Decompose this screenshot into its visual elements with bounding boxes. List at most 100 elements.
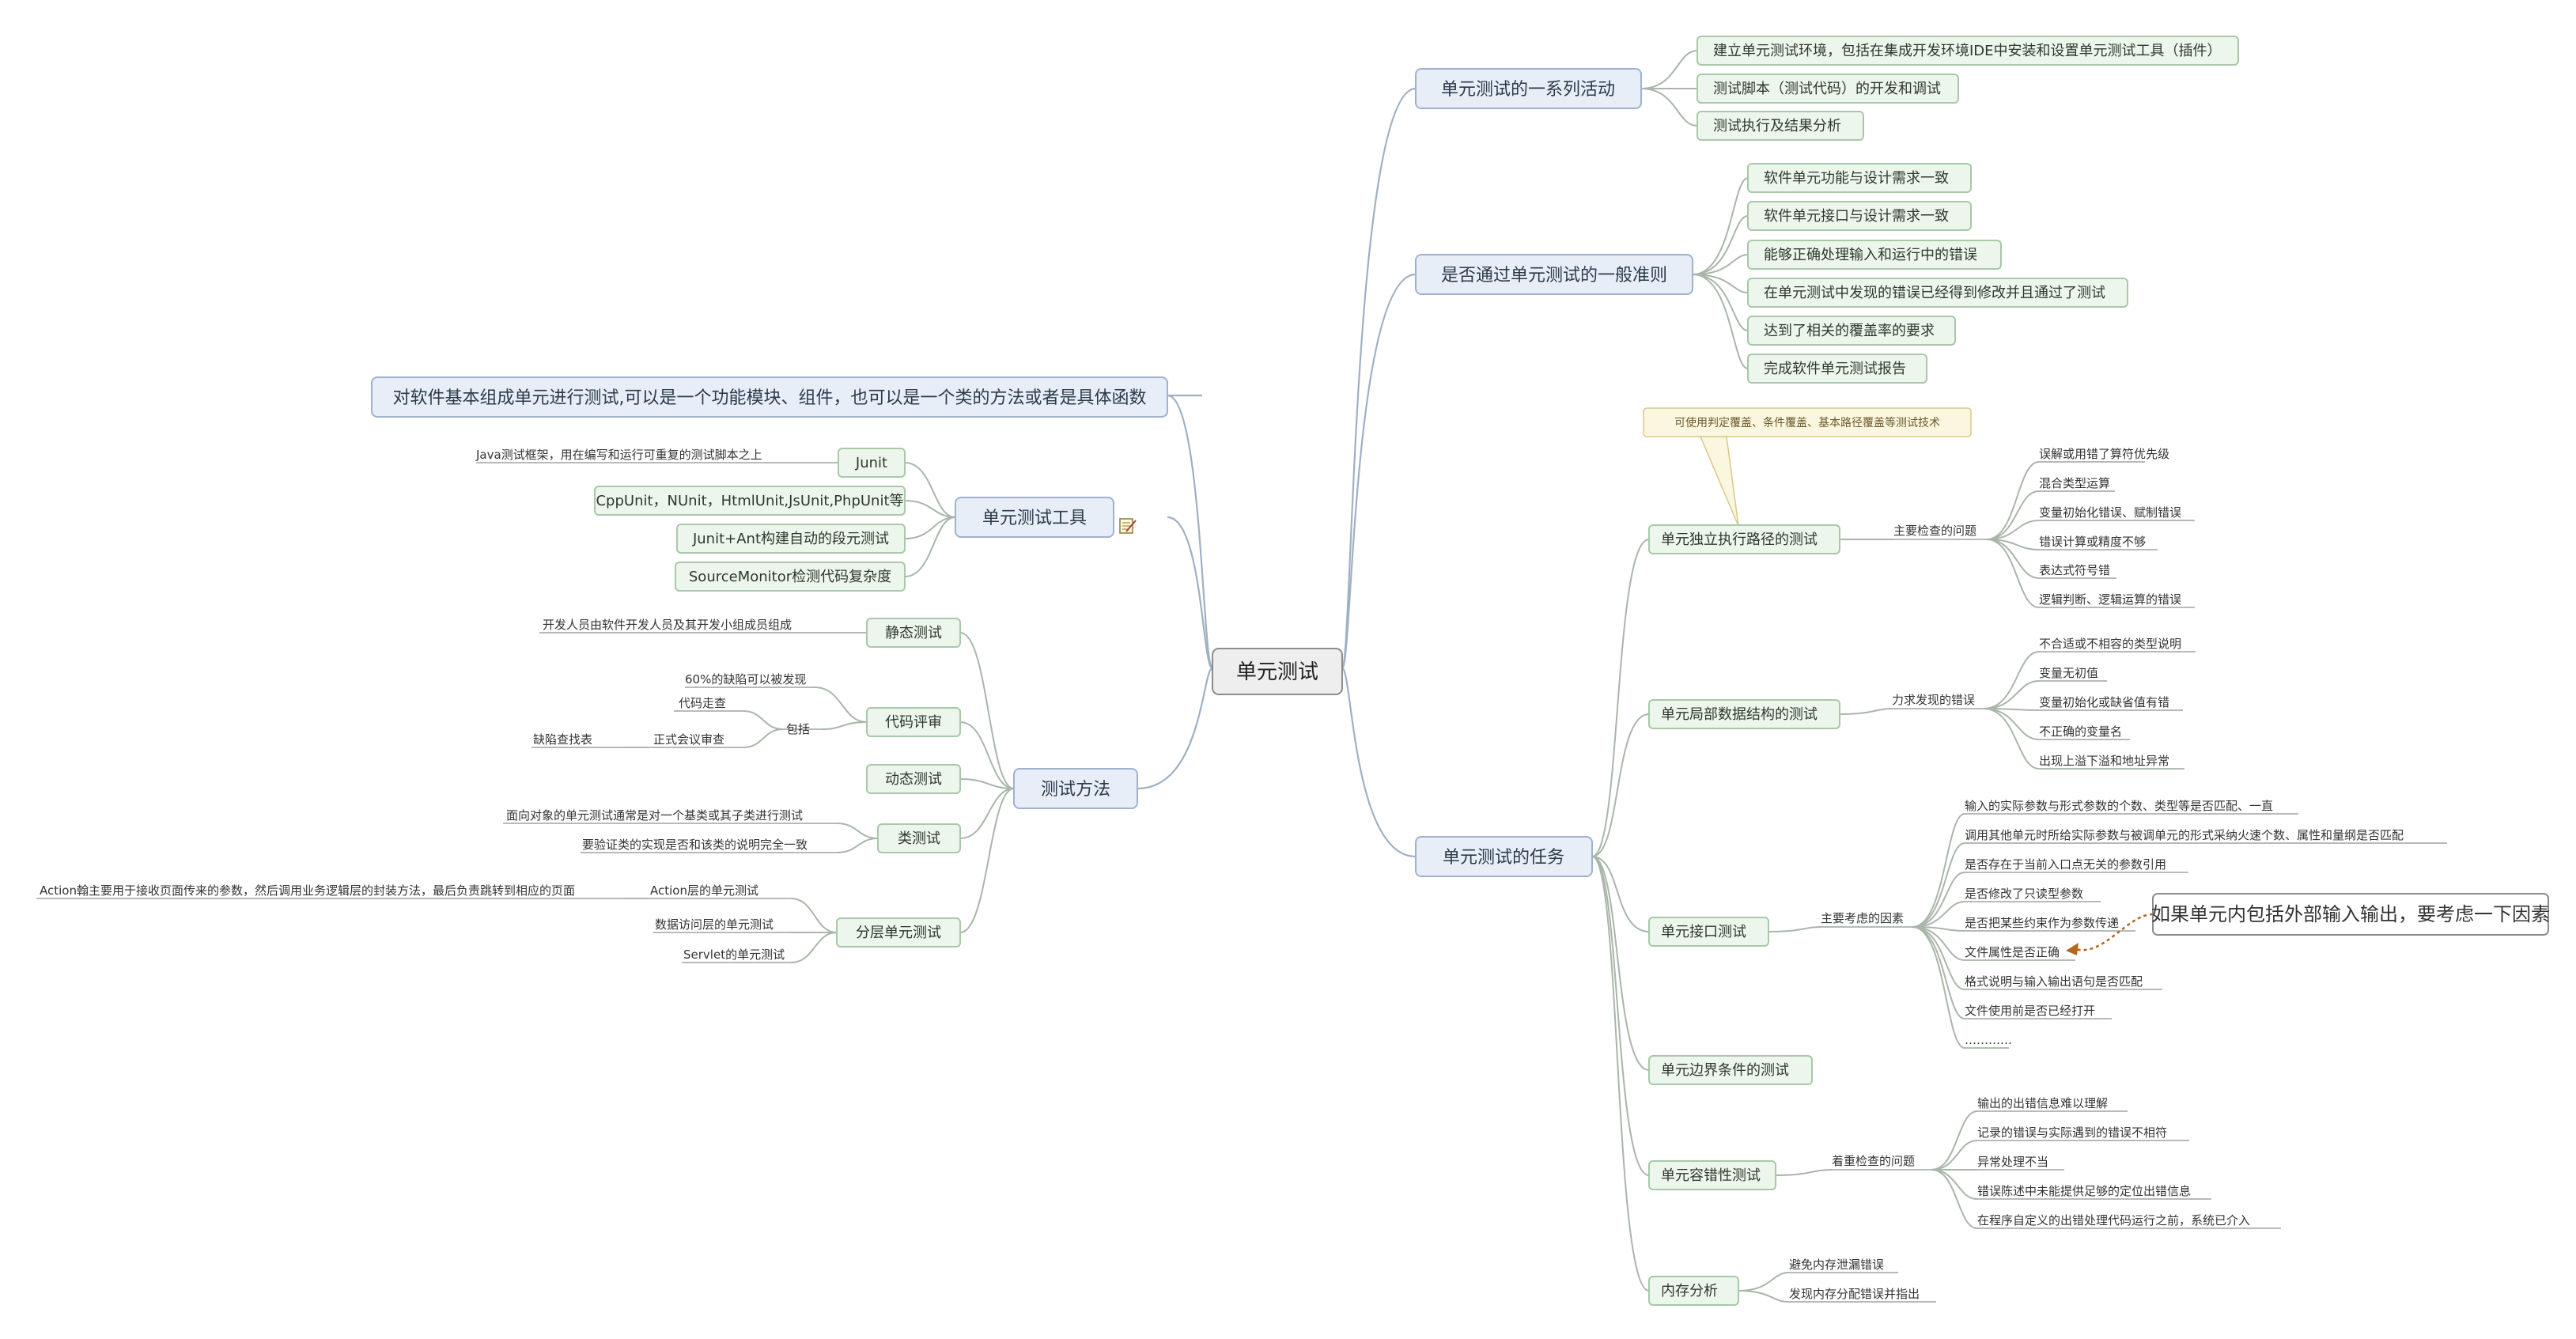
task-fault[interactable]: 单元容错性测试 xyxy=(1648,1160,1776,1190)
static-detail: 开发人员由软件开发人员及其开发小组成员组成 xyxy=(543,618,792,632)
topic-tools[interactable]: 单元测试工具 xyxy=(955,497,1114,538)
review-bug: 缺陷查找表 xyxy=(533,732,592,747)
interface-item: 是否把某些约束作为参数传递 xyxy=(1965,916,2119,930)
criteria-item-box[interactable] xyxy=(1747,201,1972,231)
task-memory-label: 内存分析 xyxy=(1661,1283,1718,1299)
criteria-item: 完成软件单元测试报告 xyxy=(1764,361,1906,377)
method-dynamic-label: 动态测试 xyxy=(885,771,942,788)
method-layered-label: 分层单元测试 xyxy=(856,925,941,941)
path-item: 逻辑判断、逻辑运算的错误 xyxy=(2039,592,2181,607)
layered-action: Action层的单元测试 xyxy=(650,883,758,898)
topic-methods[interactable]: 测试方法 xyxy=(1013,768,1138,809)
path-item: 误解或用错了算符优先级 xyxy=(2039,447,2169,461)
path-item: 变量初始化错误、赋制错误 xyxy=(2039,505,2181,520)
local-items: 不合适或不相容的类型说明 变量无初值 变量初始化或缺省值有错 不正确的变量名 出… xyxy=(2039,637,2181,768)
interface-item: ………… xyxy=(1965,1033,2012,1047)
tool-item-box[interactable] xyxy=(838,448,906,478)
criteria-items: 软件单元功能与设计需求一致 软件单元接口与设计需求一致 能够正确处理输入和运行中… xyxy=(1747,163,2128,384)
interface-item: 是否修改了只读型参数 xyxy=(1965,887,2083,901)
criteria-item: 达到了相关的覆盖率的要求 xyxy=(1764,323,1935,339)
coverage-note-text: 可使用判定覆盖、条件覆盖、基本路径覆盖等测试技术 xyxy=(1674,416,1940,429)
interface-item: 格式说明与输入输出语句是否匹配 xyxy=(1965,974,2143,989)
fault-item: 输出的出错信息难以理解 xyxy=(1977,1096,2108,1110)
class-item: 要验证类的实现是否和该类的说明完全一致 xyxy=(582,838,808,852)
tool-item: Junit xyxy=(855,455,887,471)
criteria-item-box[interactable] xyxy=(1747,240,2002,270)
activities-items: 建立单元测试环境，包括在集成开发环境IDE中安装和设置单元测试工具（插件） 测试… xyxy=(1697,36,2239,141)
topic-tasks-label: 单元测试的任务 xyxy=(1443,848,1564,868)
topic-activities[interactable]: 单元测试的一系列活动 xyxy=(1415,68,1642,109)
local-sub-label: 力求发现的错误 xyxy=(1892,693,1975,707)
memory-item: 避免内存泄漏错误 xyxy=(1789,1258,1884,1272)
local-item: 变量无初值 xyxy=(2039,666,2098,680)
path-item: 混合类型运算 xyxy=(2039,476,2110,490)
local-item: 不正确的变量名 xyxy=(2039,724,2122,739)
review-meet: 正式会议审查 xyxy=(653,732,724,747)
layered-action-detail: Action翰主要用于接收页面传来的参数，然后调用业务逻辑层的封装方法，最后负责… xyxy=(40,883,575,898)
root-node[interactable]: 单元测试 xyxy=(1212,648,1343,695)
criteria-item-box[interactable] xyxy=(1747,278,2128,308)
review-include: 包括 xyxy=(786,722,810,736)
method-dynamic[interactable]: 动态测试 xyxy=(866,764,961,794)
tool-item: Junit+Ant构建自动的段元测试 xyxy=(692,531,889,547)
method-review-label: 代码评审 xyxy=(885,714,942,731)
tool-item-box[interactable] xyxy=(676,524,906,554)
criteria-item-box[interactable] xyxy=(1747,316,1956,346)
fault-item: 在程序自定义的出错处理代码运行之前，系统已介入 xyxy=(1977,1213,2250,1227)
interface-item: 调用其他单元时所给实际参数与被调单元的形式采纳火速个数、属性和量纲是否匹配 xyxy=(1965,828,2404,842)
criteria-item-box[interactable] xyxy=(1747,354,1927,384)
method-class[interactable]: 类测试 xyxy=(877,823,961,853)
interface-item: 文件属性是否正确 xyxy=(1965,945,2060,959)
activity-item: 测试执行及结果分析 xyxy=(1713,118,1841,134)
path-item: 错误计算或精度不够 xyxy=(2039,535,2146,549)
method-static[interactable]: 静态测试 xyxy=(866,618,961,648)
tool-item: SourceMonitor检测代码复杂度 xyxy=(689,569,891,585)
method-class-label: 类测试 xyxy=(898,830,940,847)
activity-item-box[interactable] xyxy=(1697,74,1959,104)
topic-tasks[interactable]: 单元测试的任务 xyxy=(1415,836,1593,877)
topic-definition[interactable]: 对软件基本组成单元进行测试,可以是一个功能模块、组件，也可以是一个类的方法或者是… xyxy=(371,376,1168,418)
root-label: 单元测试 xyxy=(1236,660,1318,684)
criteria-item: 在单元测试中发现的错误已经得到修改并且通过了测试 xyxy=(1764,285,2105,301)
connectors xyxy=(36,50,2447,1303)
interface-callout-text: 如果单元内包括外部输入输出，要考虑一下因素 xyxy=(2151,903,2550,925)
method-review[interactable]: 代码评审 xyxy=(866,707,961,737)
topic-activities-label: 单元测试的一系列活动 xyxy=(1441,80,1615,100)
local-item: 变量初始化或缺省值有错 xyxy=(2039,695,2169,709)
method-layered[interactable]: 分层单元测试 xyxy=(836,917,961,948)
tool-item-box[interactable] xyxy=(594,486,906,516)
class-item: 面向对象的单元测试通常是对一个基类或其子类进行测试 xyxy=(506,808,803,823)
local-item: 不合适或不相容的类型说明 xyxy=(2039,637,2181,651)
layered-servlet: Servlet的单元测试 xyxy=(683,948,785,962)
review-detail: 60%的缺陷可以被发现 xyxy=(685,672,806,687)
path-sub-label: 主要检查的问题 xyxy=(1893,524,1976,538)
task-local[interactable]: 单元局部数据结构的测试 xyxy=(1648,699,1840,729)
criteria-item-box[interactable] xyxy=(1747,163,1972,193)
topic-tools-label: 单元测试工具 xyxy=(982,509,1087,528)
interface-item: 是否存在于当前入口点无关的参数引用 xyxy=(1965,857,2166,872)
callout-arrow xyxy=(2066,913,2154,955)
task-path[interactable]: 单元独立执行路径的测试 xyxy=(1648,524,1840,554)
review-walk: 代码走查 xyxy=(679,696,726,710)
topic-criteria[interactable]: 是否通过单元测试的一般准则 xyxy=(1415,254,1693,295)
interface-item: 文件使用前是否已经打开 xyxy=(1965,1004,2095,1018)
task-boundary[interactable]: 单元边界条件的测试 xyxy=(1648,1055,1813,1085)
fault-item: 记录的错误与实际遇到的错误不相符 xyxy=(1977,1125,2167,1140)
memory-item: 发现内存分配错误并指出 xyxy=(1789,1287,1920,1301)
tools-items: Junit Java测试框架，用在编写和运行可重复的测试脚本之上 CppUnit… xyxy=(475,448,906,592)
note-icon[interactable] xyxy=(1119,518,1137,534)
fault-items: 输出的出错信息难以理解 记录的错误与实际遇到的错误不相符 异常处理不当 错误陈述… xyxy=(1977,1096,2250,1227)
activity-item: 建立单元测试环境，包括在集成开发环境IDE中安装和设置单元测试工具（插件） xyxy=(1713,43,2222,59)
task-fault-label: 单元容错性测试 xyxy=(1661,1167,1761,1184)
task-memory[interactable]: 内存分析 xyxy=(1648,1276,1739,1306)
activity-item-box[interactable] xyxy=(1697,36,2239,66)
criteria-item: 软件单元功能与设计需求一致 xyxy=(1764,170,1949,187)
tool-detail: Java测试框架，用在编写和运行可重复的测试脚本之上 xyxy=(475,448,762,462)
activity-item-box[interactable] xyxy=(1697,111,1864,141)
task-interface[interactable]: 单元接口测试 xyxy=(1648,917,1769,947)
path-items: 误解或用错了算符优先级 混合类型运算 变量初始化错误、赋制错误 错误计算或精度不… xyxy=(2039,447,2181,607)
interface-callout[interactable]: 如果单元内包括外部输入输出，要考虑一下因素 xyxy=(2151,893,2550,936)
task-local-label: 单元局部数据结构的测试 xyxy=(1661,706,1818,723)
tool-item-box[interactable] xyxy=(675,562,906,592)
